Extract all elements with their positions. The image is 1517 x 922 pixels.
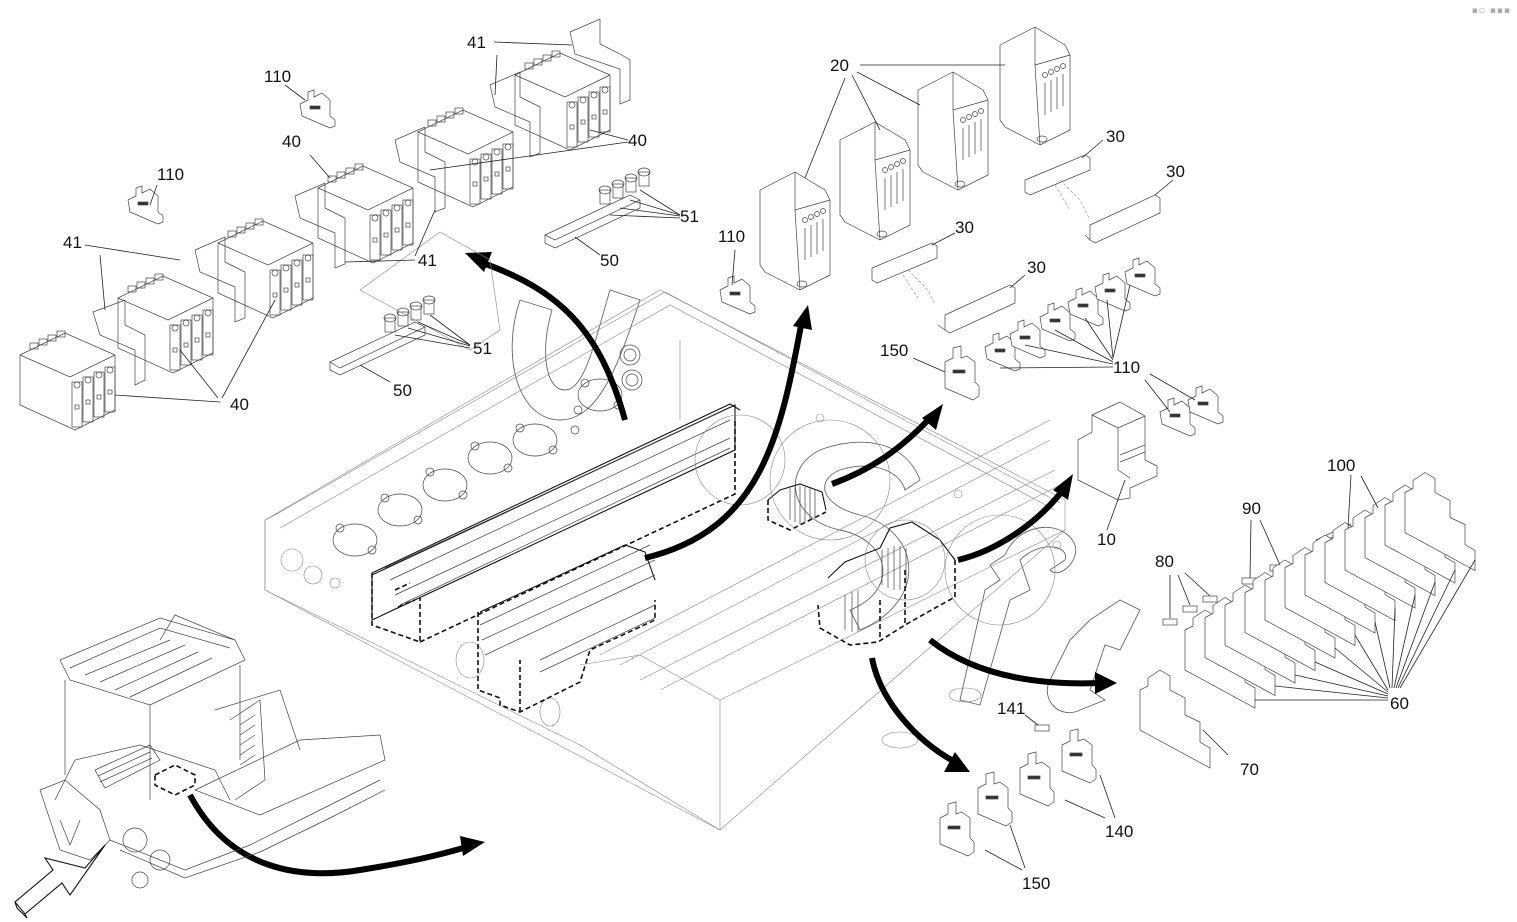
callout-20: 20 <box>830 56 849 75</box>
end-clamp-110 <box>1187 385 1224 425</box>
callout-140: 140 <box>1105 822 1133 841</box>
callout-110-c: 110 <box>718 227 745 246</box>
callout-80: 80 <box>1155 552 1174 571</box>
relay-module <box>917 71 989 191</box>
arrow-to-terminals-140-150-head <box>944 752 970 772</box>
end-clamp-110 <box>1009 319 1046 359</box>
separator-plate-70 <box>1139 669 1211 769</box>
arrow-to-terminals-150-110-head <box>922 404 943 430</box>
terminal-block-150 <box>939 801 975 857</box>
callout-50-left: 50 <box>393 381 412 400</box>
breaker-rail-assembly <box>371 403 741 644</box>
end-clamp-110 <box>1159 397 1196 437</box>
callout-70: 70 <box>1240 760 1259 779</box>
relay-module <box>759 171 831 291</box>
callout-50-right: 50 <box>600 251 619 270</box>
callout-41-left: 41 <box>63 233 82 252</box>
exploded-view-arrows <box>187 252 1117 877</box>
breaker-module <box>417 107 514 208</box>
callout-110-group: 110 <box>1113 358 1140 377</box>
arrow-to-breakers <box>479 259 628 421</box>
callout-100: 100 <box>1327 456 1355 475</box>
breaker-module <box>317 163 414 264</box>
breaker-module <box>117 273 214 374</box>
callout-30-d: 30 <box>1027 258 1046 277</box>
terminal-block-140 <box>1019 751 1055 807</box>
callout-41-top: 41 <box>467 33 486 52</box>
arrow-to-relays-head <box>793 305 812 330</box>
callout-40-right: 40 <box>628 131 647 150</box>
end-clamp-110 <box>127 185 164 225</box>
jumper-141 <box>1034 724 1050 732</box>
end-clamp-110 <box>299 89 336 129</box>
arrow-to-separators-head <box>1095 672 1117 694</box>
view-direction-arrow <box>14 844 106 919</box>
arrow-to-terminals-140-150 <box>869 657 957 765</box>
callout-30-a: 30 <box>1106 127 1125 146</box>
callout-51-left: 51 <box>473 339 492 358</box>
paver-vehicle <box>14 614 386 919</box>
callout-30-b: 30 <box>1166 162 1185 181</box>
cable-clamps <box>332 344 643 557</box>
arrow-to-power-supply <box>957 488 1066 563</box>
terminal-group-large <box>694 414 1056 646</box>
arrow-to-relays <box>644 319 805 561</box>
relay-module <box>839 121 911 241</box>
callout-51-right: 51 <box>680 207 699 226</box>
callout-150-top: 150 <box>880 341 908 360</box>
arrow-to-separators <box>928 637 1101 687</box>
callout-141: 141 <box>997 699 1025 718</box>
end-plates <box>92 18 631 386</box>
terminal-block-150 <box>977 771 1013 827</box>
terminal-block-140 <box>1061 728 1097 784</box>
callout-150-bottom: 150 <box>1022 874 1050 893</box>
callout-90: 90 <box>1242 499 1261 518</box>
corner-mark: ▪▫ ▪▪▪ <box>1471 6 1511 16</box>
relay-modules <box>759 26 1071 291</box>
terminal-block-150 <box>944 345 980 401</box>
callout-40-bottom: 40 <box>230 395 249 414</box>
arrow-from-vehicle-head <box>460 836 485 856</box>
breaker-module <box>217 218 314 319</box>
terminal-group-small <box>767 483 827 531</box>
jumper-bars <box>871 154 1161 334</box>
watermark <box>511 289 1141 714</box>
end-clamps-and-terminals <box>127 89 1224 857</box>
callout-110-b: 110 <box>157 165 184 184</box>
arrow-to-power-supply-head <box>1053 474 1073 500</box>
callout-110-a: 110 <box>264 67 291 86</box>
breaker-module <box>19 330 116 431</box>
power-supply-module <box>1077 401 1158 501</box>
arrow-from-vehicle <box>187 793 471 877</box>
arrow-to-breakers-head <box>465 252 492 272</box>
callout-labels: 41 110 40 40 110 41 41 51 50 51 50 40 20… <box>63 33 1409 893</box>
cabinet-location-marker <box>154 764 196 796</box>
callout-41-mid: 41 <box>418 251 437 270</box>
control-cabinet <box>264 289 1066 831</box>
end-clamp-110 <box>1039 302 1076 342</box>
callout-40-a: 40 <box>282 132 301 151</box>
bus-bar-right <box>544 167 651 249</box>
breaker-module <box>514 50 611 151</box>
separator-plates <box>1139 472 1476 769</box>
end-clamp-110 <box>1124 257 1161 297</box>
callout-30-c: 30 <box>955 218 974 237</box>
arrow-to-terminals-150-110 <box>830 415 933 487</box>
relay-rail-assembly <box>477 544 656 713</box>
breaker-modules <box>19 50 611 431</box>
callout-10: 10 <box>1097 530 1116 549</box>
leader-lines <box>84 41 1476 871</box>
end-clamp-110 <box>719 275 756 315</box>
end-clamp-110 <box>1094 272 1131 312</box>
callout-60: 60 <box>1390 694 1409 713</box>
bus-bar-left <box>329 231 501 376</box>
separator-plate-60 <box>1404 472 1476 572</box>
relay-module <box>999 26 1071 146</box>
